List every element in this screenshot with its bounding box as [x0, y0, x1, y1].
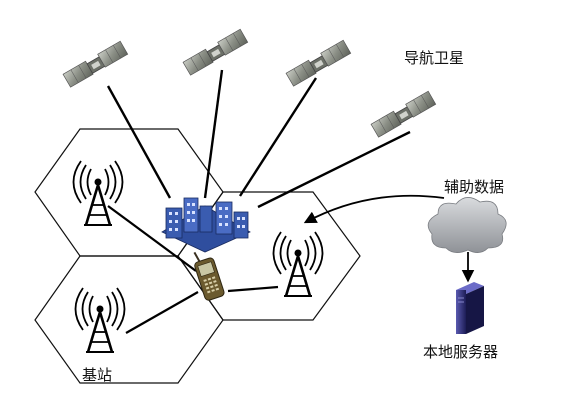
satellite-icon	[62, 40, 129, 88]
signal-line-2	[203, 69, 224, 199]
cell-grid	[34, 128, 361, 384]
link-tower-2	[125, 291, 199, 334]
cell-right	[177, 191, 361, 321]
satellite-icon	[370, 90, 437, 138]
signal-line-4	[257, 130, 411, 209]
signal-line-3	[238, 77, 318, 197]
tower-icon	[74, 286, 126, 354]
assist-data-label: 辅助数据	[444, 178, 504, 196]
signal-line-1	[106, 85, 172, 199]
tower-icon	[272, 230, 324, 298]
satellites	[62, 28, 437, 138]
satellite-signal-lines	[106, 69, 411, 209]
cloud-icon	[427, 197, 507, 253]
cell-bottom-left	[34, 255, 224, 384]
satellite-icon	[182, 28, 249, 76]
local-server-label: 本地服务器	[423, 343, 498, 361]
link-tower-1	[107, 205, 197, 272]
base-station-label: 基站	[82, 366, 112, 384]
server-icon	[456, 282, 484, 334]
base-station-links	[107, 205, 279, 334]
satellite-label: 导航卫星	[404, 49, 464, 67]
satellite-icon	[285, 39, 352, 87]
city-buildings-icon	[161, 197, 251, 253]
assist-data-arrow	[303, 194, 445, 224]
mobile-phone-icon	[193, 251, 225, 301]
tower-icon	[72, 159, 124, 227]
link-tower-3	[227, 285, 279, 293]
